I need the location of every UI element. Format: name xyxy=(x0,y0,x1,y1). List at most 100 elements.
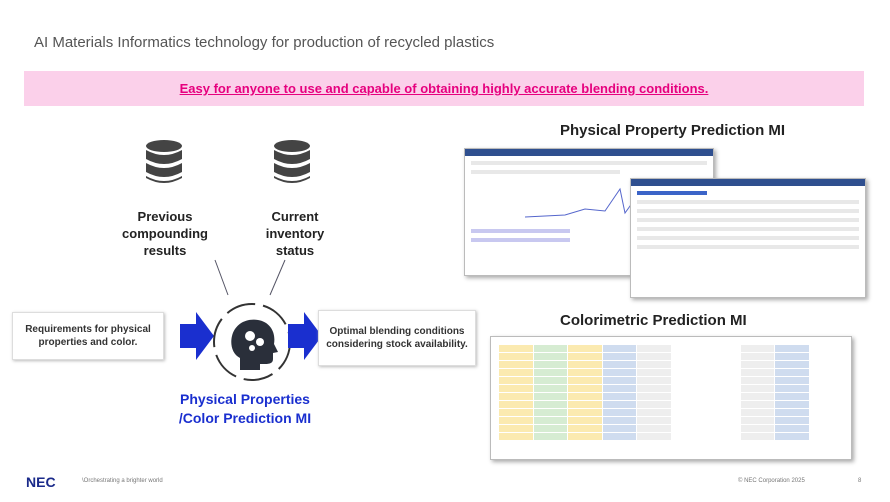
highlight-banner: Easy for anyone to use and capable of ob… xyxy=(24,71,864,106)
sheet-cell xyxy=(671,361,705,368)
sheet-cell xyxy=(775,393,809,400)
sheet-cell xyxy=(533,409,567,416)
sheet-cell xyxy=(809,409,843,416)
sheet-cell xyxy=(671,385,705,392)
sheet-cell xyxy=(499,369,533,376)
copyright: © NEC Corporation 2025 xyxy=(738,478,805,484)
banner-text: Easy for anyone to use and capable of ob… xyxy=(179,81,709,96)
sheet-cell xyxy=(499,393,533,400)
sheet-cell xyxy=(706,361,740,368)
sheet-cell xyxy=(706,433,740,440)
sheet-cell xyxy=(775,433,809,440)
sheet-cell xyxy=(568,369,602,376)
sheet-cell xyxy=(740,361,774,368)
sheet-cell xyxy=(740,345,774,352)
requirements-box: Requirements for physical properties and… xyxy=(12,312,164,360)
sheet-cell xyxy=(809,377,843,384)
sheet-cell xyxy=(499,425,533,432)
sheet-cell xyxy=(533,433,567,440)
sheet-cell xyxy=(637,433,671,440)
sheet-cell xyxy=(568,401,602,408)
sheet-cell xyxy=(706,369,740,376)
sheet-cell xyxy=(637,369,671,376)
sheet-cell xyxy=(533,361,567,368)
mi-label-line2: /Color Prediction MI xyxy=(178,410,312,426)
sheet-cell xyxy=(499,417,533,424)
sheet-cell xyxy=(568,393,602,400)
right-arrow-icon xyxy=(288,312,322,360)
sheet-cell xyxy=(671,353,705,360)
sheet-cell xyxy=(602,417,636,424)
sheet-cell xyxy=(499,409,533,416)
sheet-cell xyxy=(533,385,567,392)
sheet-cell xyxy=(602,377,636,384)
sheet-cell xyxy=(637,393,671,400)
sheet-cell xyxy=(740,417,774,424)
sheet-cell xyxy=(568,409,602,416)
sheet-cell xyxy=(671,433,705,440)
sheet-cell xyxy=(637,377,671,384)
sheet-cell xyxy=(809,433,843,440)
sheet-cell xyxy=(671,377,705,384)
sheet-cell xyxy=(706,425,740,432)
sheet-cell xyxy=(533,393,567,400)
sheet-cell xyxy=(775,417,809,424)
sheet-cell xyxy=(706,377,740,384)
sheet-cell xyxy=(740,385,774,392)
sheet-cell xyxy=(499,353,533,360)
sheet-cell xyxy=(568,361,602,368)
sheet-cell xyxy=(637,409,671,416)
page-number: 8 xyxy=(858,478,862,484)
sheet-cell xyxy=(602,353,636,360)
color-section-title: Colorimetric Prediction MI xyxy=(560,312,747,329)
sheet-cell xyxy=(706,385,740,392)
nec-logo: NEC xyxy=(26,474,56,490)
sheet-cell xyxy=(602,385,636,392)
sheet-cell xyxy=(740,433,774,440)
sheet-cell xyxy=(706,345,740,352)
sheet-cell xyxy=(706,409,740,416)
tagline: \Orchestrating a brighter world xyxy=(82,478,163,484)
sheet-cell xyxy=(602,401,636,408)
database-icon xyxy=(146,140,182,183)
sheet-cell xyxy=(740,409,774,416)
slide-title: AI Materials Informatics technology for … xyxy=(34,34,495,51)
sheet-cell xyxy=(740,369,774,376)
sheet-cell xyxy=(706,353,740,360)
sheet-cell xyxy=(706,417,740,424)
sheet-cell xyxy=(637,417,671,424)
previous-results-label: Previous compounding results xyxy=(122,209,208,258)
sheet-cell xyxy=(809,369,843,376)
sheet-cell xyxy=(775,385,809,392)
colorimetric-prediction-screenshot xyxy=(490,336,852,460)
sheet-cell xyxy=(533,353,567,360)
sheet-cell xyxy=(499,401,533,408)
ai-head-gears-icon xyxy=(213,303,291,381)
sheet-cell xyxy=(740,393,774,400)
sheet-cell xyxy=(602,345,636,352)
sheet-cell xyxy=(602,425,636,432)
sheet-cell xyxy=(533,345,567,352)
sheet-cell xyxy=(568,417,602,424)
sheet-cell xyxy=(602,433,636,440)
sheet-cell xyxy=(533,401,567,408)
sheet-cell xyxy=(671,409,705,416)
sheet-cell xyxy=(775,377,809,384)
sheet-cell xyxy=(637,353,671,360)
sheet-cell xyxy=(671,425,705,432)
sheet-cell xyxy=(671,345,705,352)
sheet-cell xyxy=(499,385,533,392)
sheet-cell xyxy=(533,417,567,424)
physical-results-screenshot xyxy=(630,178,866,298)
sheet-cell xyxy=(775,361,809,368)
sheet-cell xyxy=(809,417,843,424)
sheet-cell xyxy=(775,401,809,408)
sheet-cell xyxy=(568,433,602,440)
sheet-cell xyxy=(568,425,602,432)
sheet-cell xyxy=(775,345,809,352)
input-arrows xyxy=(214,259,286,296)
sheet-cell xyxy=(568,377,602,384)
physical-section-title: Physical Property Prediction MI xyxy=(560,122,786,139)
sheet-cell xyxy=(533,377,567,384)
sheet-cell xyxy=(775,369,809,376)
